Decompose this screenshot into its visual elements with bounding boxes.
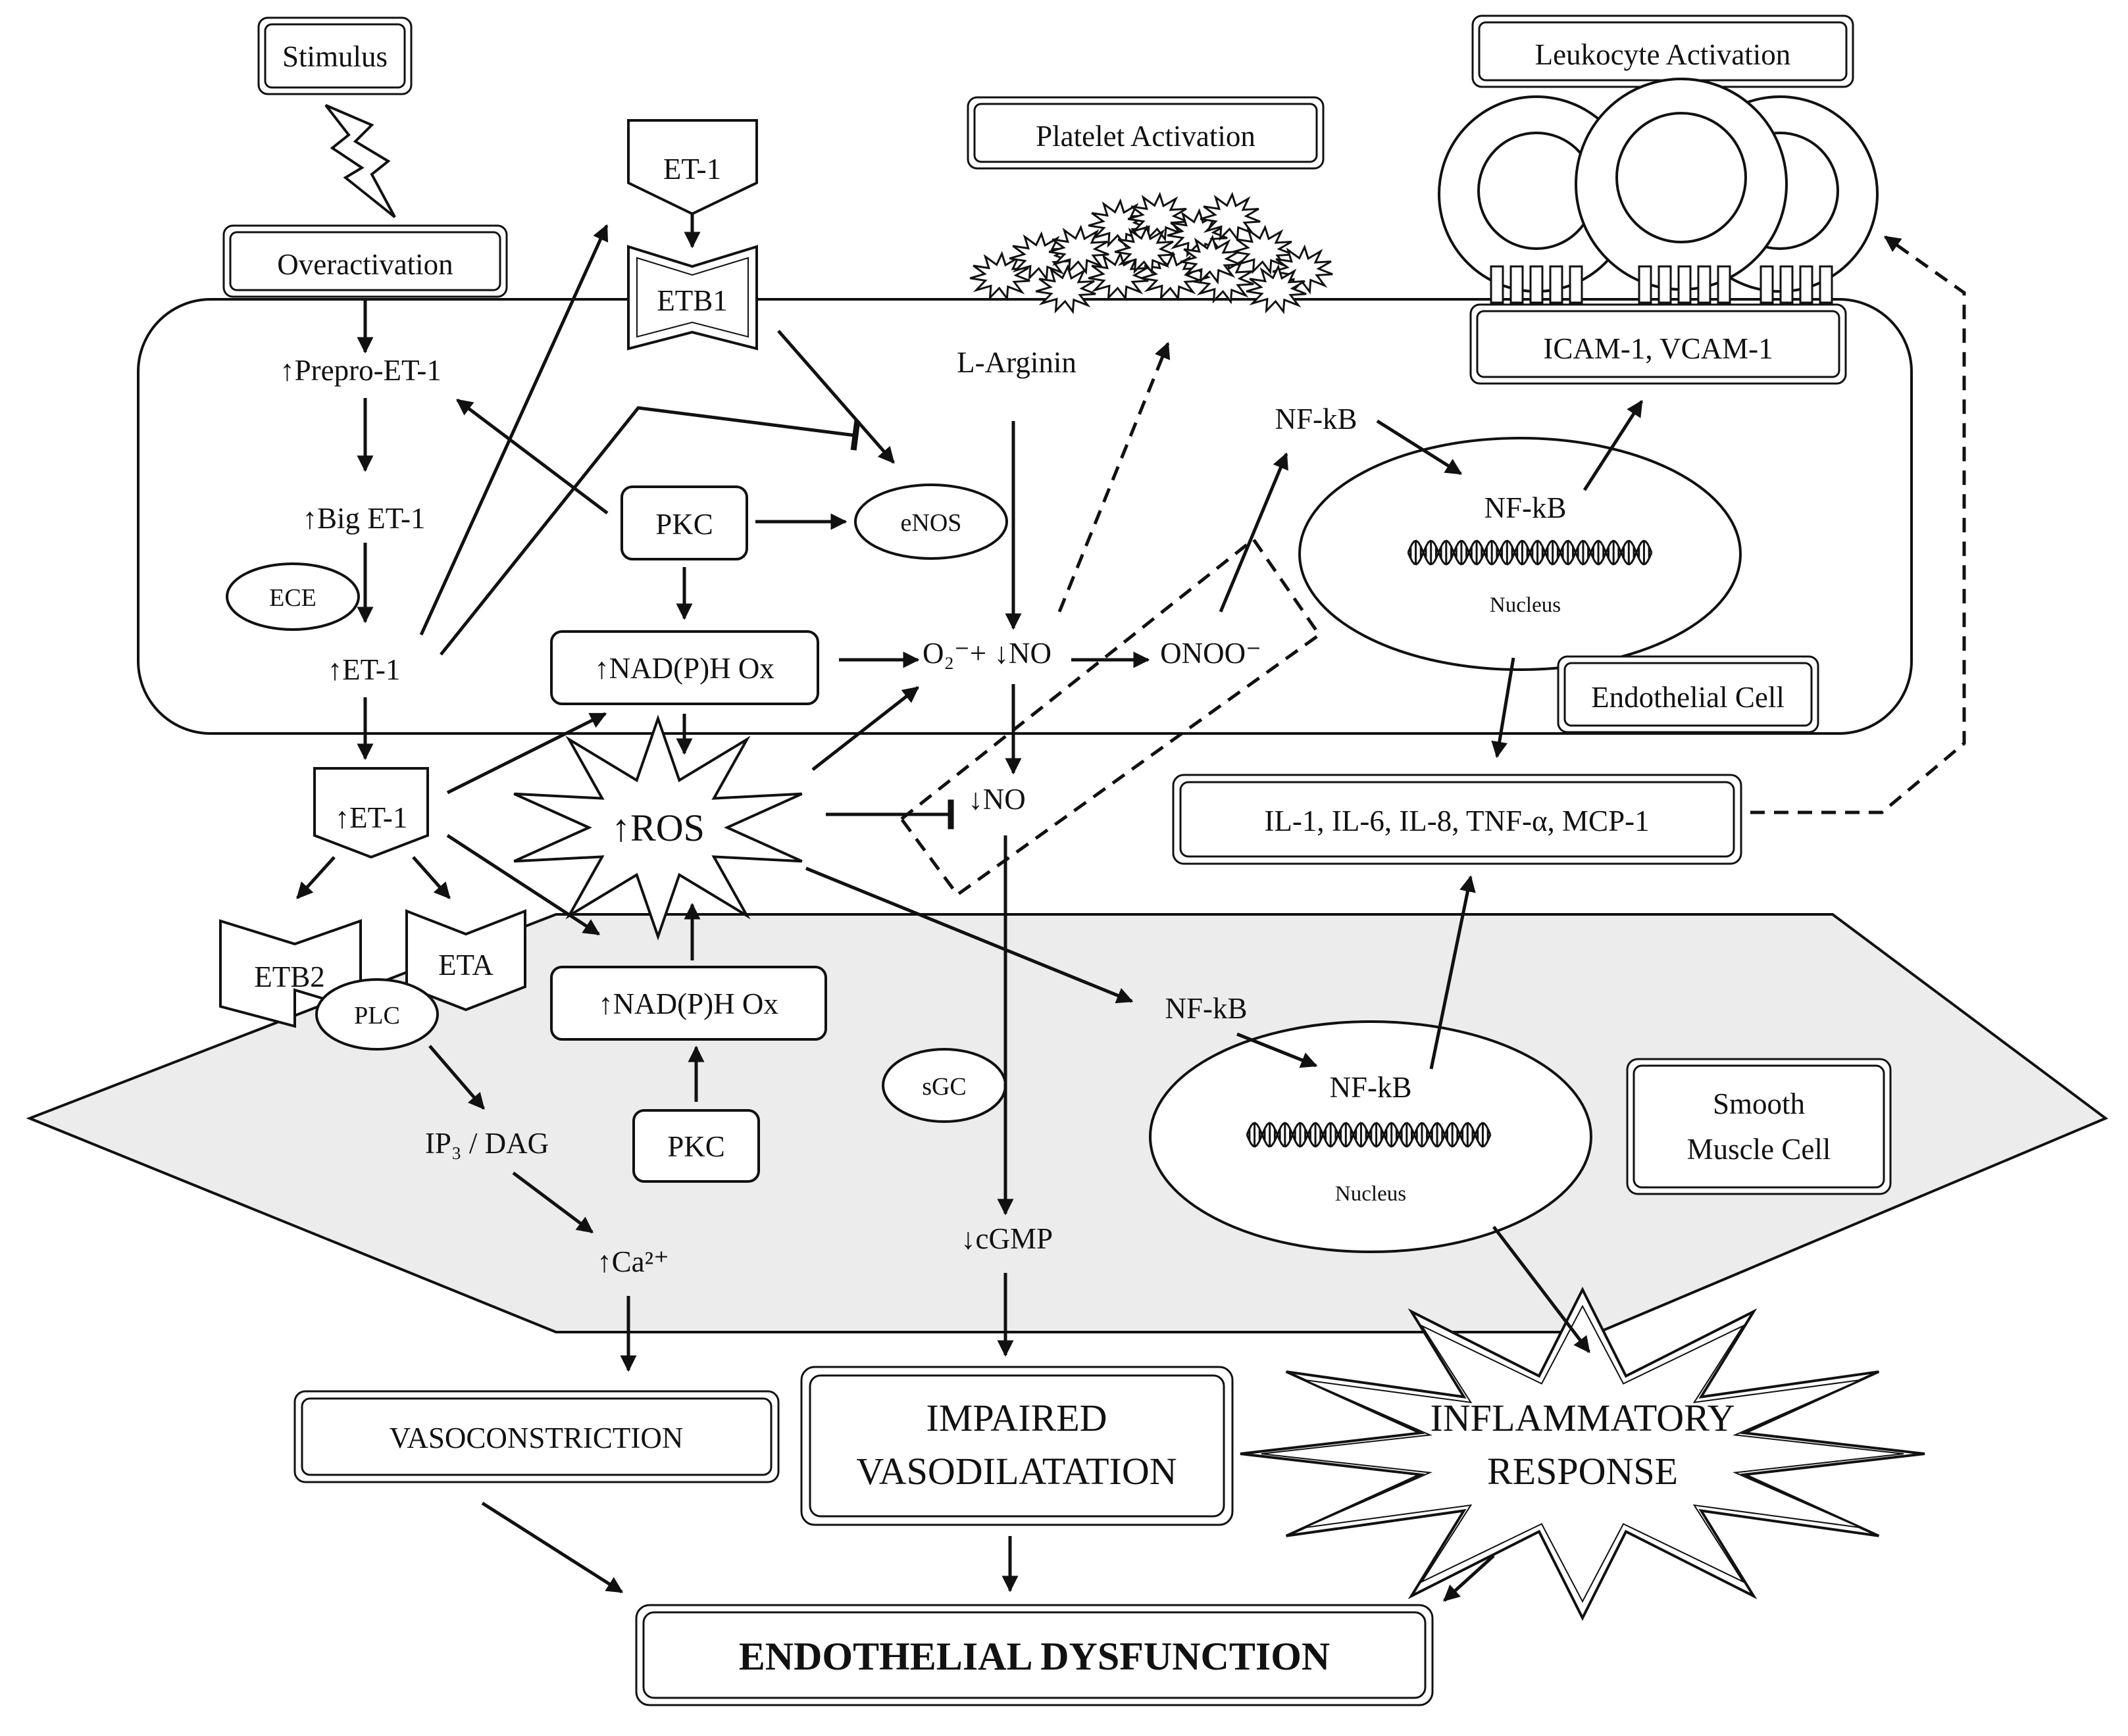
leukocyte-activation-box: Leukocyte Activation: [1471, 14, 1854, 88]
dna-icon: [1246, 1122, 1492, 1148]
leukocyte-icon: [1438, 78, 1879, 304]
vasoconstriction-box: VASOCONSTRICTION: [293, 1390, 780, 1483]
plc-label: PLC: [354, 1002, 400, 1029]
et1-ligand-top: ET-1: [627, 119, 758, 216]
smooth-muscle-label-box: Smooth Muscle Cell: [1626, 1058, 1892, 1195]
nucleus-cell-label: Nucleus: [1490, 593, 1561, 617]
prepro-et1-text: ↑Prepro-ET-1: [280, 354, 442, 387]
et1-ligand-lower: ↑ET-1: [313, 767, 429, 859]
nucleus-smc: NF-kB Nucleus: [1149, 1020, 1592, 1253]
nfkb-smc-text-1: NF-kB: [1165, 992, 1247, 1025]
onoo-text: ONOO⁻: [1160, 637, 1261, 670]
platelet-activation-box: Platelet Activation: [967, 96, 1325, 170]
etb1-receptor: ETB1: [627, 245, 758, 351]
nadph-smc-box: ↑NAD(P)H Ox: [550, 966, 827, 1041]
eta-label: ETA: [438, 949, 494, 981]
nadph-cell-box: ↑NAD(P)H Ox: [550, 630, 819, 705]
pkc-smc-label: PKC: [667, 1130, 725, 1163]
inflammatory-label-2: RESPONSE: [1487, 1450, 1678, 1493]
cytokines-label: IL-1, IL-6, IL-8, TNF-α, MCP-1: [1264, 805, 1649, 837]
stimulus-box: Stimulus: [257, 16, 413, 95]
endothelial-cell-label: Endothelial Cell: [1591, 681, 1785, 714]
endothelial-dysfunction-box: ENDOTHELIAL DYSFUNCTION: [635, 1604, 1434, 1706]
overactivation-label: Overactivation: [277, 248, 453, 281]
icam-vcam-box: ICAM-1, VCAM-1: [1469, 303, 1847, 385]
cytokines-box: IL-1, IL-6, IL-8, TNF-α, MCP-1: [1172, 774, 1742, 865]
impaired-label-2: VASODILATATION: [856, 1450, 1177, 1493]
nfkb-cell-text-1: NF-kB: [1275, 403, 1357, 435]
nucleus-cell: NF-kB Nucleus: [1298, 437, 1742, 671]
nfkb-cell-text-2: NF-kB: [1484, 491, 1566, 524]
lightning-bolt-icon: [324, 104, 396, 218]
pathway-arrows: [296, 214, 1966, 1602]
etb2-label: ETB2: [254, 960, 325, 993]
eta-receptor: ETA: [405, 909, 526, 1012]
sgc-enzyme: sGC: [882, 1048, 1007, 1123]
ros-burst: ↑ROS: [513, 714, 803, 941]
endothelial-cell-label-box: Endothelial Cell: [1557, 655, 1819, 733]
ece-enzyme: ECE: [226, 562, 360, 631]
cgmp-text: ↓cGMP: [961, 1222, 1053, 1255]
smooth-muscle-label-2: Muscle Cell: [1687, 1133, 1831, 1166]
platelet-activation-label: Platelet Activation: [1036, 120, 1255, 153]
nadph-smc-label: ↑NAD(P)H Ox: [598, 987, 778, 1020]
dna-icon: [1407, 539, 1653, 566]
plc-enzyme: PLC: [315, 978, 439, 1051]
impaired-label-1: IMPAIRED: [926, 1397, 1107, 1439]
impaired-vasodilatation-box: IMPAIRED VASODILATATION: [800, 1366, 1234, 1526]
endothelial-dysfunction-label: ENDOTHELIAL DYSFUNCTION: [739, 1635, 1330, 1678]
ca-text: ↑Ca²⁺: [597, 1245, 669, 1278]
stimulus-label: Stimulus: [282, 40, 388, 73]
onoo-dashed-region: [899, 537, 1322, 897]
enos-label: eNOS: [901, 509, 962, 537]
nucleus-smc-label: Nucleus: [1335, 1182, 1406, 1206]
et1-lower-label: ↑ET-1: [335, 801, 408, 834]
ros-label: ↑ROS: [611, 806, 705, 849]
no-lower-text: ↓NO: [968, 783, 1026, 816]
pkc-cell-box: PKC: [621, 485, 748, 560]
ece-label: ECE: [269, 584, 317, 612]
o2-no-text: O₂⁻+ ↓NO: [923, 637, 1051, 670]
pkc-cell-label: PKC: [655, 508, 713, 541]
pkc-smc-box: PKC: [632, 1109, 760, 1183]
inflammatory-label-1: INFLAMMATORY: [1430, 1397, 1735, 1439]
big-et1-text: ↑Big ET-1: [302, 502, 425, 535]
enos-enzyme: eNOS: [854, 484, 1008, 560]
etb1-label: ETB1: [657, 284, 728, 317]
overactivation-box: Overactivation: [222, 224, 508, 298]
vasoconstriction-label: VASOCONSTRICTION: [390, 1422, 684, 1454]
nfkb-smc-text-2: NF-kB: [1329, 1071, 1411, 1104]
leukocyte-activation-label: Leukocyte Activation: [1535, 38, 1791, 71]
inflammatory-response-burst: INFLAMMATORY RESPONSE: [1240, 1286, 1925, 1622]
nadph-cell-label: ↑NAD(P)H Ox: [594, 652, 774, 685]
smooth-muscle-label-1: Smooth: [1713, 1087, 1805, 1120]
et1-top-label: ET-1: [663, 153, 721, 186]
et1-cell-text: ↑ET-1: [328, 653, 401, 686]
sgc-label: sGC: [922, 1073, 967, 1101]
icam-vcam-label: ICAM-1, VCAM-1: [1543, 332, 1773, 365]
platelet-cluster-icon: [969, 191, 1333, 314]
ip3-dag-text: IP₃ / DAG: [425, 1127, 549, 1160]
l-arginin-text: L-Arginin: [957, 346, 1077, 379]
